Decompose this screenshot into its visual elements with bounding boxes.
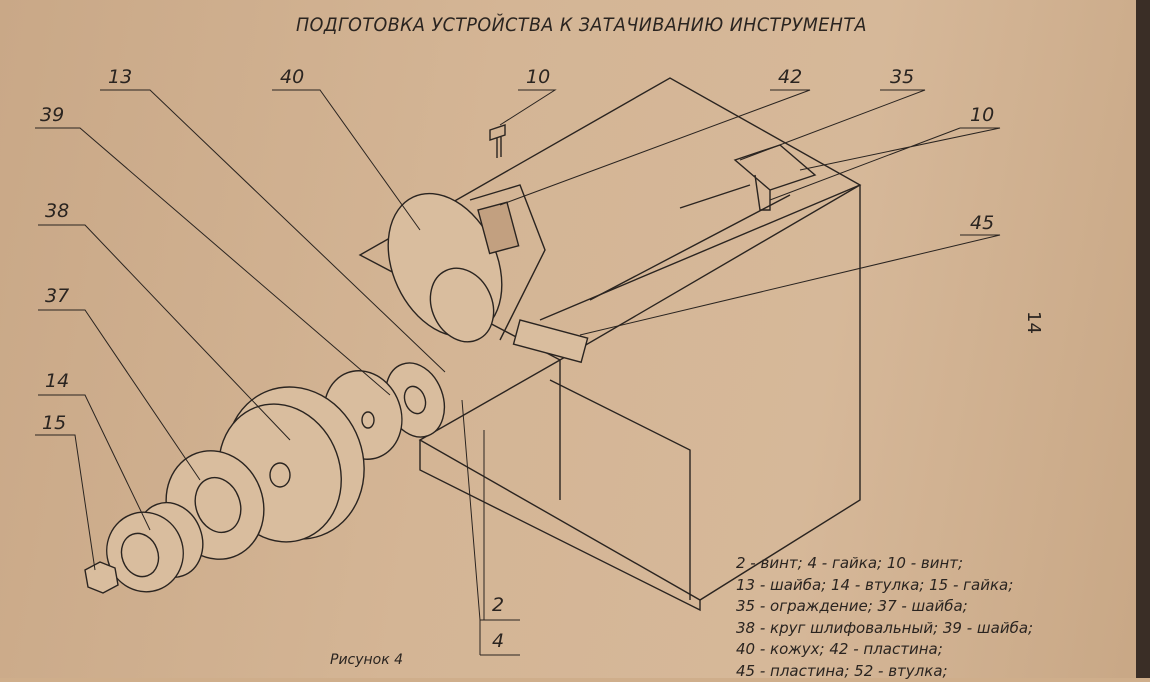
callout-38: 38 <box>45 200 69 222</box>
callout-45: 45 <box>970 212 994 234</box>
callout-39: 39 <box>40 104 64 126</box>
callout-4: 4 <box>492 630 504 652</box>
callout-14: 14 <box>45 370 69 392</box>
page-number: 14 <box>1023 311 1044 334</box>
callout-10: 10 <box>970 104 994 126</box>
nut-15 <box>85 562 118 593</box>
legend-line: 40 - кожух; 42 - пластина; <box>736 639 1033 661</box>
machine-body <box>360 78 860 610</box>
legend-line: 38 - круг шлифовальный; 39 - шайба; <box>736 618 1033 640</box>
callout-37: 37 <box>45 285 69 307</box>
guard-35 <box>735 145 815 210</box>
screw-10 <box>490 125 505 158</box>
parts-legend: 2 - винт; 4 - гайка; 10 - винт; 13 - шай… <box>736 553 1033 682</box>
legend-line: 2 - винт; 4 - гайка; 10 - винт; <box>736 553 1033 575</box>
legend-line: 45 - пластина; 52 - втулка; <box>736 661 1033 682</box>
callout-15: 15 <box>42 412 66 434</box>
callout-40: 40 <box>280 66 304 88</box>
figure-caption: Рисунок 4 <box>330 652 403 668</box>
rod <box>680 185 750 208</box>
callout-35: 35 <box>890 66 914 88</box>
callout-10: 10 <box>526 66 550 88</box>
legend-line: 35 - ограждение; 37 - шайба; <box>736 596 1033 618</box>
callout-13: 13 <box>108 66 132 88</box>
callout-2: 2 <box>492 594 504 616</box>
plate-45 <box>514 320 588 362</box>
legend-line: 13 - шайба; 14 - втулка; 15 - гайка; <box>736 575 1033 597</box>
callout-42: 42 <box>778 66 802 88</box>
